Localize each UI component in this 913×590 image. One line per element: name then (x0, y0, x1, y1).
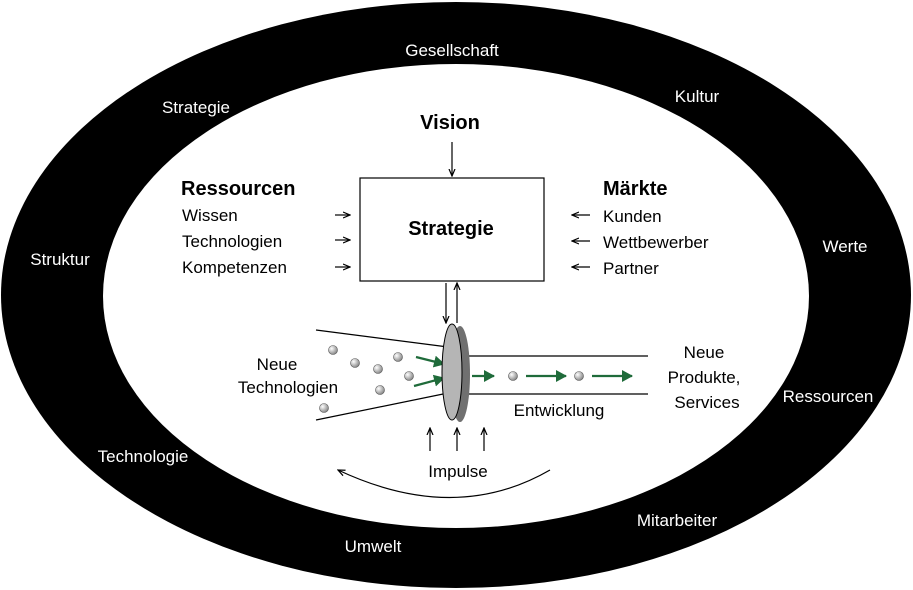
output-particle-2 (574, 371, 584, 381)
ring-label-kultur: Kultur (675, 87, 720, 106)
market-item-kunden: Kunden (603, 207, 662, 226)
market-item-wettbewerber: Wettbewerber (603, 233, 709, 252)
ring-label-ressourcen: Ressourcen (783, 387, 874, 406)
impulse-label: Impulse (428, 462, 488, 481)
ring-label-struktur: Struktur (30, 250, 90, 269)
ring-label-technologie: Technologie (98, 447, 189, 466)
resource-item-technologien: Technologien (182, 232, 282, 251)
input-particles (319, 345, 414, 413)
ring-label-mitarbeiter: Mitarbeiter (637, 511, 718, 530)
feedback-curve-arrow (338, 470, 551, 499)
funnel-top-line (315, 329, 449, 348)
vision-label: Vision (420, 112, 480, 134)
input-label-line1: Neue (257, 355, 298, 374)
markets-heading: Märkte (603, 178, 667, 200)
ring-label-umwelt: Umwelt (345, 537, 402, 556)
funnel-green-arrow-1 (415, 355, 445, 368)
resource-item-kompetenzen: Kompetenzen (182, 258, 287, 277)
output-label-line3: Services (674, 393, 739, 412)
output-label-line2: Produkte, (668, 368, 741, 387)
input-label-line2: Technologien (238, 378, 338, 397)
resource-item-wissen: Wissen (182, 206, 238, 225)
output-label-line1: Neue (684, 343, 725, 362)
funnel-bottom-line (315, 392, 449, 421)
output-particle-1 (508, 371, 518, 381)
market-item-partner: Partner (603, 259, 659, 278)
strategy-box (359, 177, 545, 282)
ring-label-werte: Werte (822, 237, 867, 256)
inner-area (103, 64, 809, 528)
ring-label-strategie: Strategie (162, 98, 230, 117)
resources-heading: Ressourcen (181, 178, 296, 200)
strategy-box-label: Strategie (408, 218, 494, 240)
funnel-green-arrow-2 (413, 374, 445, 388)
development-label: Entwicklung (514, 401, 605, 420)
ring-label-gesellschaft: Gesellschaft (405, 41, 499, 60)
filter-disc (441, 323, 463, 421)
